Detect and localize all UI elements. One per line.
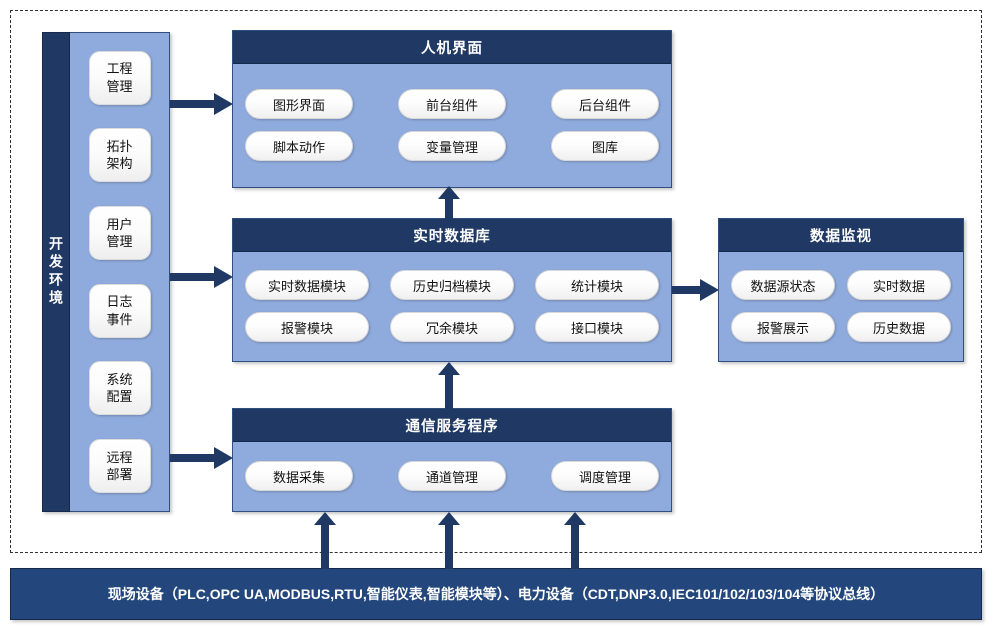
panel-hmi-body: 图形界面 前台组件 后台组件 脚本动作 变量管理 图库 <box>233 63 671 187</box>
dev-button-topology-architecture[interactable]: 拓扑 架构 <box>88 128 151 183</box>
dev-button-log-events[interactable]: 日志 事件 <box>88 283 151 338</box>
panel-communication-service-body: 数据采集 通道管理 调度管理 <box>233 441 671 511</box>
panel-comm-row-1: 数据采集 通道管理 调度管理 <box>245 461 659 491</box>
pill-alarm-module[interactable]: 报警模块 <box>245 312 369 342</box>
dev-button-line2: 管理 <box>106 234 133 250</box>
panel-rtdb-row-2: 报警模块 冗余模块 接口模块 <box>245 312 659 342</box>
development-environment-button-list: 工程 管理 拓扑 架构 用户 管理 日志 事件 系统 配置 远程 部署 <box>70 32 170 512</box>
dev-button-line2: 部署 <box>106 467 133 483</box>
arrow-device-to-comm-3 <box>563 512 587 570</box>
pill-script-action[interactable]: 脚本动作 <box>245 131 353 161</box>
panel-data-monitoring-title: 数据监视 <box>719 219 963 252</box>
field-device-bar: 现场设备（PLC,OPC UA,MODBUS,RTU,智能仪表,智能模块等）、电… <box>10 568 982 620</box>
dev-button-line2: 管理 <box>106 78 133 94</box>
dev-button-line1: 工程 <box>106 61 133 77</box>
dev-button-line1: 远程 <box>106 449 133 465</box>
pill-alarm-display[interactable]: 报警展示 <box>731 312 835 342</box>
arrow-device-to-comm-2 <box>437 512 461 570</box>
panel-realtime-database-title: 实时数据库 <box>233 219 671 252</box>
dev-button-line2: 配置 <box>106 389 133 405</box>
pill-variable-management[interactable]: 变量管理 <box>398 131 506 161</box>
panel-hmi-title: 人机界面 <box>233 31 671 64</box>
pill-realtime-data-module[interactable]: 实时数据模块 <box>245 270 369 300</box>
pill-scheduling-management[interactable]: 调度管理 <box>551 461 659 491</box>
dev-button-project-management[interactable]: 工程 管理 <box>88 50 151 105</box>
dev-button-line2: 事件 <box>106 311 133 327</box>
arrow-dev-to-rtdb <box>170 265 234 289</box>
pill-graphic-interface[interactable]: 图形界面 <box>245 89 353 119</box>
panel-hmi: 人机界面 图形界面 前台组件 后台组件 脚本动作 变量管理 图库 <box>232 30 672 188</box>
panel-hmi-row-2: 脚本动作 变量管理 图库 <box>245 131 659 161</box>
panel-monitor-row-1: 数据源状态 实时数据 <box>731 270 951 300</box>
development-environment-group: 开发环境 工程 管理 拓扑 架构 用户 管理 日志 事件 系统 配置 远程 部署 <box>42 32 170 512</box>
pill-channel-management[interactable]: 通道管理 <box>398 461 506 491</box>
pill-data-acquisition[interactable]: 数据采集 <box>245 461 353 491</box>
pill-history-archive-module[interactable]: 历史归档模块 <box>390 270 514 300</box>
panel-data-monitoring: 数据监视 数据源状态 实时数据 报警展示 历史数据 <box>718 218 964 362</box>
panel-data-monitoring-body: 数据源状态 实时数据 报警展示 历史数据 <box>719 251 963 361</box>
panel-rtdb-row-1: 实时数据模块 历史归档模块 统计模块 <box>245 270 659 300</box>
panel-monitor-row-2: 报警展示 历史数据 <box>731 312 951 342</box>
arrow-dev-to-comm <box>170 446 234 470</box>
pill-realtime-data[interactable]: 实时数据 <box>847 270 951 300</box>
pill-graphic-library[interactable]: 图库 <box>551 131 659 161</box>
dev-button-user-management[interactable]: 用户 管理 <box>88 206 151 261</box>
panel-hmi-row-1: 图形界面 前台组件 后台组件 <box>245 89 659 119</box>
arrow-comm-to-rtdb <box>437 362 461 410</box>
pill-datasource-status[interactable]: 数据源状态 <box>731 270 835 300</box>
panel-communication-service: 通信服务程序 数据采集 通道管理 调度管理 <box>232 408 672 512</box>
dev-button-system-config[interactable]: 系统 配置 <box>88 361 151 416</box>
pill-statistics-module[interactable]: 统计模块 <box>535 270 659 300</box>
pill-redundancy-module[interactable]: 冗余模块 <box>390 312 514 342</box>
pill-frontend-component[interactable]: 前台组件 <box>398 89 506 119</box>
dev-button-line1: 系统 <box>106 371 133 387</box>
dev-button-line1: 拓扑 <box>106 138 133 154</box>
dev-button-remote-deploy[interactable]: 远程 部署 <box>88 439 151 494</box>
arrow-rtdb-to-hmi <box>437 186 461 220</box>
dev-button-line1: 用户 <box>106 216 133 232</box>
panel-communication-service-title: 通信服务程序 <box>233 409 671 442</box>
dev-button-line1: 日志 <box>106 294 133 310</box>
arrow-device-to-comm-1 <box>313 512 337 570</box>
arrow-rtdb-to-monitor <box>672 278 720 302</box>
development-environment-label: 开发环境 <box>42 32 70 512</box>
dev-button-line2: 架构 <box>106 156 133 172</box>
pill-history-data[interactable]: 历史数据 <box>847 312 951 342</box>
arrow-dev-to-hmi <box>170 92 234 116</box>
pill-backend-component[interactable]: 后台组件 <box>551 89 659 119</box>
pill-interface-module[interactable]: 接口模块 <box>535 312 659 342</box>
panel-realtime-database-body: 实时数据模块 历史归档模块 统计模块 报警模块 冗余模块 接口模块 <box>233 251 671 361</box>
panel-realtime-database: 实时数据库 实时数据模块 历史归档模块 统计模块 报警模块 冗余模块 接口模块 <box>232 218 672 362</box>
